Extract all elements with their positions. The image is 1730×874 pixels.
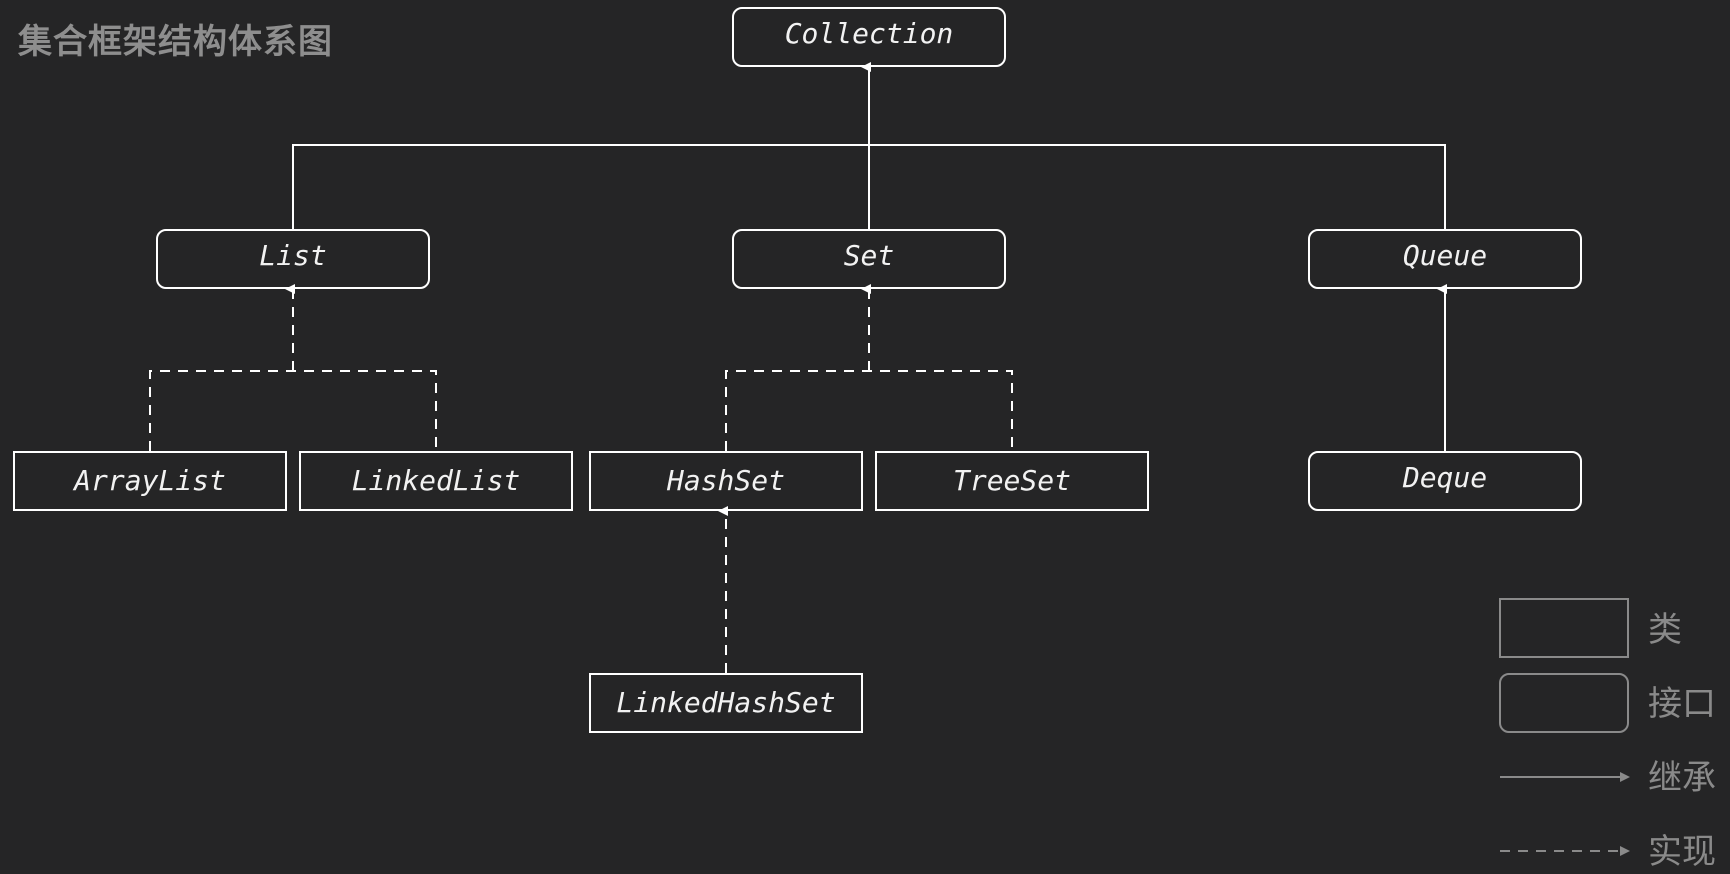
node-collection-label: Collection xyxy=(785,17,954,50)
legend-interface: 接口 xyxy=(1499,673,1716,733)
node-list[interactable]: List xyxy=(156,229,430,289)
node-treeset[interactable]: TreeSet xyxy=(875,451,1149,511)
legend-implement-label: 实现 xyxy=(1648,832,1716,872)
node-arraylist[interactable]: ArrayList xyxy=(13,451,287,511)
legend: 类 接口 继承 实现 xyxy=(1499,598,1716,872)
edge-hashset-treeset-to-set xyxy=(725,284,1013,451)
edge-arraylist-linkedlist-to-list xyxy=(149,284,437,451)
node-linkedhashset-label: LinkedHashSet xyxy=(616,686,835,719)
legend-interface-swatch xyxy=(1499,673,1629,733)
node-hashset[interactable]: HashSet xyxy=(589,451,863,511)
node-collection[interactable]: Collection xyxy=(732,7,1006,67)
legend-interface-label: 接口 xyxy=(1648,684,1716,724)
node-treeset-label: TreeSet xyxy=(953,464,1071,497)
node-set-label: Set xyxy=(844,239,895,272)
legend-class: 类 xyxy=(1499,598,1682,658)
edge-set-children-branch xyxy=(725,370,1013,451)
legend-implement: 实现 xyxy=(1500,832,1716,872)
node-queue-label: Queue xyxy=(1403,239,1487,272)
node-hashset-label: HashSet xyxy=(666,464,785,497)
node-arraylist-label: ArrayList xyxy=(72,464,226,497)
node-linkedhashset[interactable]: LinkedHashSet xyxy=(589,673,863,733)
legend-class-swatch xyxy=(1499,598,1629,658)
node-deque-label: Deque xyxy=(1402,461,1487,494)
node-queue[interactable]: Queue xyxy=(1308,229,1582,289)
node-linkedlist[interactable]: LinkedList xyxy=(299,451,573,511)
node-linkedlist-label: LinkedList xyxy=(352,464,521,497)
legend-inherit: 继承 xyxy=(1500,758,1716,798)
node-deque[interactable]: Deque xyxy=(1308,451,1582,511)
legend-class-label: 类 xyxy=(1648,610,1682,650)
diagram-title: 集合框架结构体系图 xyxy=(18,22,333,62)
legend-inherit-label: 继承 xyxy=(1648,758,1716,798)
node-list-label: List xyxy=(259,239,326,272)
node-set[interactable]: Set xyxy=(732,229,1006,289)
edge-list-children-branch xyxy=(149,370,437,451)
edge-list-set-queue-to-collection xyxy=(292,62,1446,229)
